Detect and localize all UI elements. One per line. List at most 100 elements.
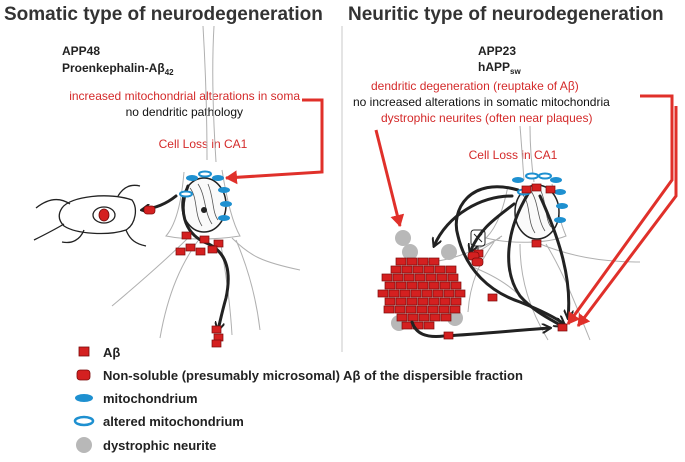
plaque-abeta-deposit [401, 321, 413, 330]
legend-label-non-soluble-abeta: Non-soluble (presumably microsomal) Aβ o… [103, 368, 523, 383]
plaque-abeta-deposit [445, 265, 457, 274]
mitochondrium [218, 187, 230, 193]
altered-mitochondrium [525, 172, 539, 180]
mitochondrium [186, 175, 198, 181]
abeta-deposit [557, 323, 568, 332]
dystrophic-neurite [395, 230, 411, 246]
plaque-abeta-deposit [447, 273, 459, 282]
left-cell-loss-label: Cell Loss in CA1 [159, 137, 248, 151]
abeta-deposit [213, 239, 224, 248]
plaque-abeta-deposit [417, 257, 429, 266]
plaque-abeta-deposit [432, 289, 444, 298]
plaque-abeta-deposit [416, 305, 428, 314]
left-red-arrow [225, 98, 324, 185]
mitochondrium [556, 203, 568, 209]
plaque-abeta-deposit [434, 265, 446, 274]
legend-mitochondrium-symbol [75, 394, 93, 402]
mitochondrium [554, 217, 566, 223]
altered-mitochondrium [179, 190, 193, 198]
mitochondrium [554, 189, 566, 195]
plaque-abeta-deposit [381, 273, 393, 282]
plaque-abeta-deposit [443, 289, 455, 298]
plaque-abeta-deposit [421, 289, 433, 298]
plaque-abeta-deposit [384, 281, 396, 290]
plaque-abeta-deposit [417, 281, 429, 290]
mitochondrium [218, 215, 230, 221]
plaque-abeta-deposit [454, 289, 466, 298]
plaque-abeta-deposit [414, 273, 426, 282]
mitochondrium [212, 175, 224, 181]
plaque-abeta-deposit [450, 297, 462, 306]
legend-label-altered-mitochondrium: altered mitochondrium [103, 414, 244, 429]
right-model-name: APP23 [478, 44, 516, 58]
legend: Aβ Non-soluble (presumably microsomal) A… [73, 345, 523, 453]
plaque-abeta-deposit [436, 273, 448, 282]
plaque-abeta-deposit [429, 313, 441, 322]
altered-mitochondrium [198, 170, 212, 178]
plaque-abeta-deposit [395, 281, 407, 290]
plaque-abeta-deposit [423, 265, 435, 274]
plaque-abeta-deposit [403, 273, 415, 282]
legend-item-abeta: Aβ [78, 345, 120, 360]
plaque-abeta-deposit [395, 297, 407, 306]
left-microglia-abeta-inclusion [98, 208, 110, 222]
abeta-deposit [211, 339, 222, 348]
legend-label-abeta: Aβ [103, 345, 120, 360]
plaque-abeta-deposit [406, 297, 418, 306]
abeta-deposit [443, 331, 454, 340]
right-panel-title: Neuritic type of neurodegeneration [348, 4, 664, 25]
plaque-abeta-deposit [401, 265, 413, 274]
right-red-arrows [374, 94, 678, 327]
plaque-abeta-deposit [425, 273, 437, 282]
left-microglia-cell [33, 184, 147, 247]
plaque-abeta-deposit [399, 289, 411, 298]
abeta-deposit [199, 235, 210, 244]
abeta-deposit [181, 231, 192, 240]
non-soluble-abeta-deposit [143, 205, 156, 215]
abeta-deposit [487, 293, 498, 302]
plaque-abeta-deposit [449, 305, 461, 314]
plaque-abeta-deposit [392, 273, 404, 282]
plaque-abeta-deposit [388, 289, 400, 298]
plaque-abeta-deposit [439, 297, 451, 306]
right-finding-dendritic-degeneration: dendritic degeneration (reuptake of Aβ) [371, 79, 579, 93]
abeta-deposit [195, 247, 206, 256]
plaque-abeta-deposit [396, 313, 408, 322]
legend-label-mitochondrium: mitochondrium [103, 391, 198, 406]
legend-dystrophic-neurite-symbol [76, 437, 92, 453]
legend-abeta-symbol [78, 346, 90, 357]
plaque-abeta-deposit [428, 297, 440, 306]
left-model-name: APP48 [62, 44, 100, 58]
left-model-construct: Proenkephalin-Aβ42 [62, 61, 174, 77]
abeta-deposit [531, 239, 542, 248]
plaque-abeta-deposit [440, 313, 452, 322]
right-finding-dystrophic-neurites: dystrophic neurites (often near plaques) [381, 111, 592, 125]
plaque-abeta-deposit [383, 305, 395, 314]
plaque-abeta-deposit [405, 305, 417, 314]
plaque-abeta-deposit [395, 257, 407, 266]
legend-item-dystrophic-neurite: dystrophic neurite [76, 437, 216, 453]
abeta-deposit [521, 185, 532, 194]
plaque-abeta-deposit [427, 305, 439, 314]
plaque-abeta-deposit [406, 257, 418, 266]
mitochondrium [220, 201, 232, 207]
legend-item-mitochondrium: mitochondrium [75, 391, 198, 406]
plaque-abeta-deposit [428, 281, 440, 290]
plaque-abeta-deposit [407, 313, 419, 322]
non-soluble-abeta-deposit [471, 257, 484, 267]
legend-non-soluble-abeta-symbol [76, 369, 91, 381]
plaque-abeta-deposit [410, 289, 422, 298]
abeta-deposit [207, 245, 218, 254]
right-amyloid-plaque [377, 230, 466, 331]
abeta-deposit [185, 243, 196, 252]
abeta-deposit [531, 183, 542, 192]
abeta-layer [143, 183, 568, 348]
legend-item-altered-mitochondrium: altered mitochondrium [73, 414, 244, 429]
plaque-abeta-deposit [450, 281, 462, 290]
plaque-abeta-deposit [428, 257, 440, 266]
altered-mitochondrium [538, 172, 552, 180]
plaque-abeta-deposit [412, 265, 424, 274]
dystrophic-neurite [402, 244, 418, 260]
plaque-abeta-deposit [394, 305, 406, 314]
